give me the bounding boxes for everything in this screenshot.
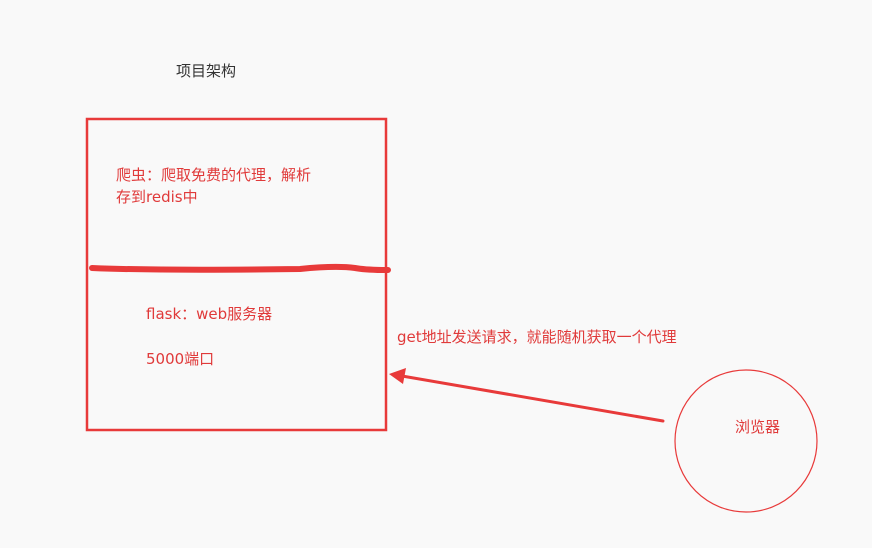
browser-node — [674, 369, 818, 513]
server-line-2: 5000端口 — [146, 350, 215, 368]
request-arrow-head — [389, 368, 406, 384]
crawler-line-1: 爬虫：爬取免费的代理，解析 — [116, 166, 312, 184]
diagram-title: 项目架构 — [176, 62, 237, 80]
divider-line — [89, 263, 391, 273]
crawler-line-2: 存到redis中 — [116, 188, 198, 206]
architecture-box — [85, 117, 388, 432]
crawler-description: 爬虫：爬取免费的代理，解析 存到redis中 — [116, 164, 311, 208]
browser-label: 浏览器 — [735, 418, 781, 436]
request-arrow-shaft — [400, 374, 665, 423]
request-annotation: get地址发送请求，就能随机获取一个代理 — [397, 328, 677, 346]
server-line-1: flask：web服务器 — [146, 305, 273, 323]
